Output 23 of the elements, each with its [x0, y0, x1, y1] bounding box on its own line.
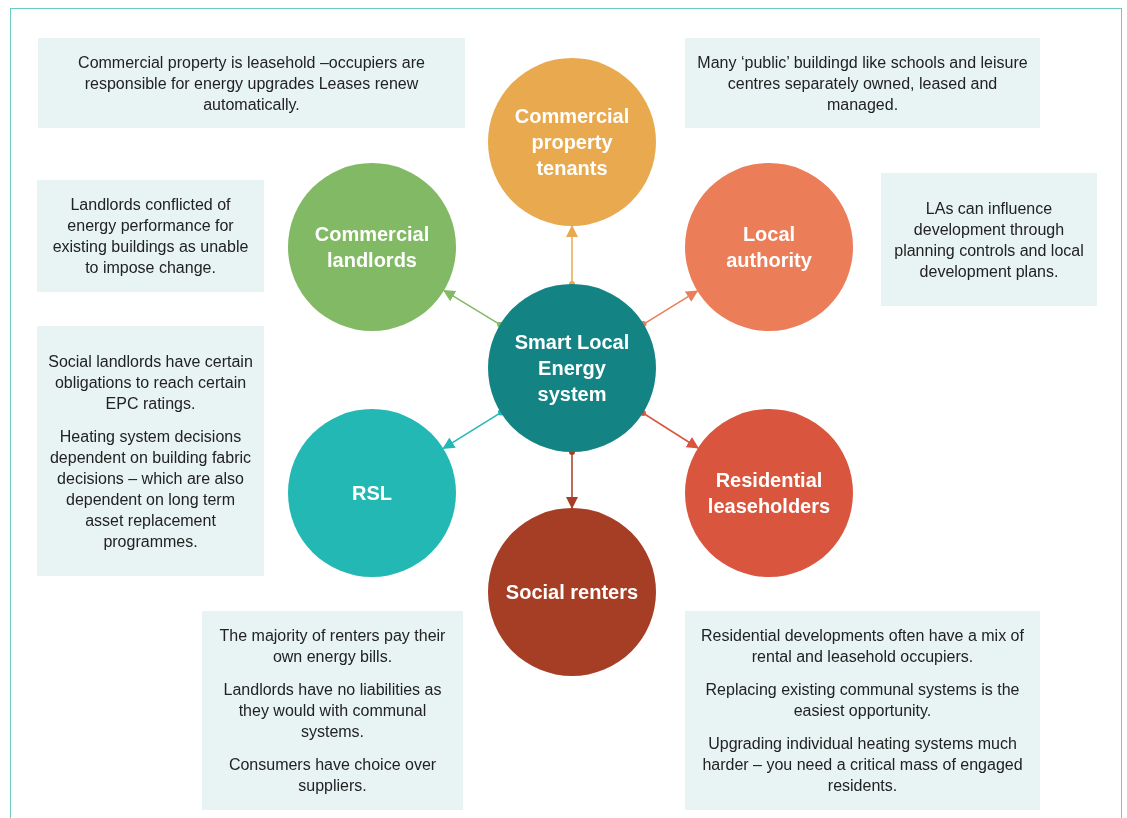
circle-label: Commercial landlords: [313, 222, 431, 273]
note-text: Many ‘public’ buildingd like schools and leisure centres separately owned, leased and managed.: [696, 52, 1029, 115]
arrow: [442, 409, 504, 450]
note-text: Landlords conflicted of energy performance for existing buildings as unable to impose change.: [51, 195, 250, 278]
note-text: LAs can influence development through planning controls and local development plans.: [893, 198, 1085, 282]
circle-label: Social renters: [505, 580, 639, 605]
note-text: Consumers have choice over suppliers.: [227, 755, 438, 796]
note-text: Commercial property is leasehold –occupiers are responsible for energy upgrades Leases renew automatically.: [77, 52, 426, 115]
circle-label: Local authority: [725, 222, 813, 273]
arrow: [566, 449, 578, 509]
circle-label: Commercial property tenants: [513, 104, 631, 181]
circle-label: RSL: [352, 481, 392, 506]
note-text: Social landlords have certain obligations to reach certain EPC ratings.: [47, 351, 254, 414]
note-text: Heating system decisions dependent on building fabric decisions – which are also dependent on long term asset replacement programmes.: [48, 426, 252, 552]
arrow: [640, 290, 699, 328]
note-text: Landlords have no liabilities as they would with communal systems.: [222, 680, 443, 742]
note-text: Upgrading individual heating systems much harder – you need a critical mass of engaged residents.: [701, 734, 1024, 796]
arrow: [566, 225, 578, 287]
note-text: The majority of renters pay their own energy bills.: [218, 626, 447, 667]
circle-label: Smart Local Energy system: [513, 330, 631, 407]
note-text: Residential developments often have a mix of rental and leasehold occupiers.: [700, 626, 1025, 667]
note-text: Replacing existing communal systems is the easiest opportunity.: [704, 680, 1021, 721]
circle-label: Residential leaseholders: [706, 468, 832, 519]
